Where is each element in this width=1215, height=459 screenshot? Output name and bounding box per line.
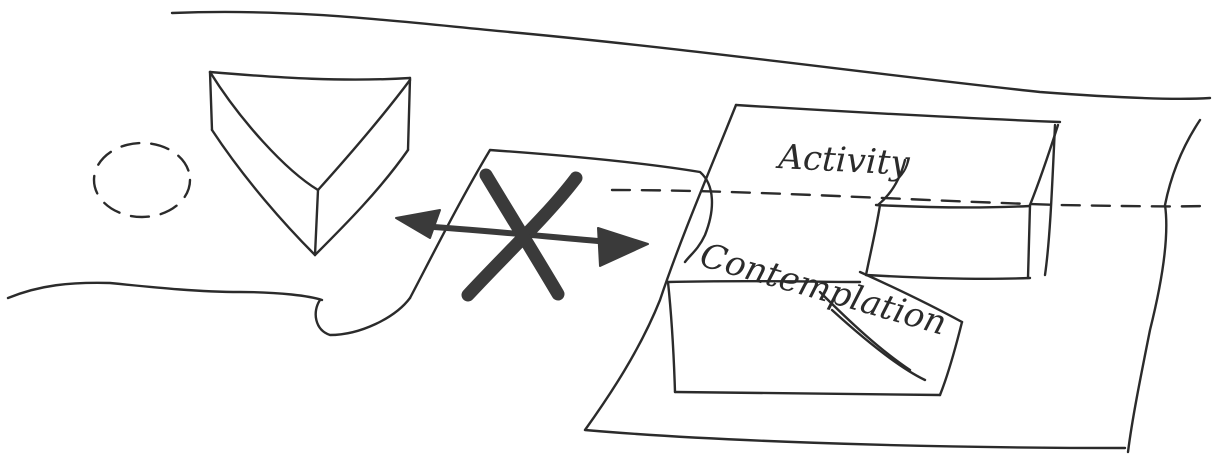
right-base-plane-top [736, 105, 1060, 122]
triangular-prism [210, 72, 410, 255]
dashed-ellipse [94, 143, 190, 217]
ground-band-left-curl [316, 298, 410, 335]
ground-band-right-edge [1128, 120, 1200, 452]
connecting-plane [410, 150, 712, 298]
ground-band-left-edge [8, 283, 322, 300]
arrow-head-right [598, 228, 648, 266]
activity-label: Activity [775, 137, 912, 184]
ground-band-top-edge [172, 12, 1210, 99]
arrow-head-left [396, 210, 440, 238]
contemplation-label: Contemplation [696, 235, 951, 344]
